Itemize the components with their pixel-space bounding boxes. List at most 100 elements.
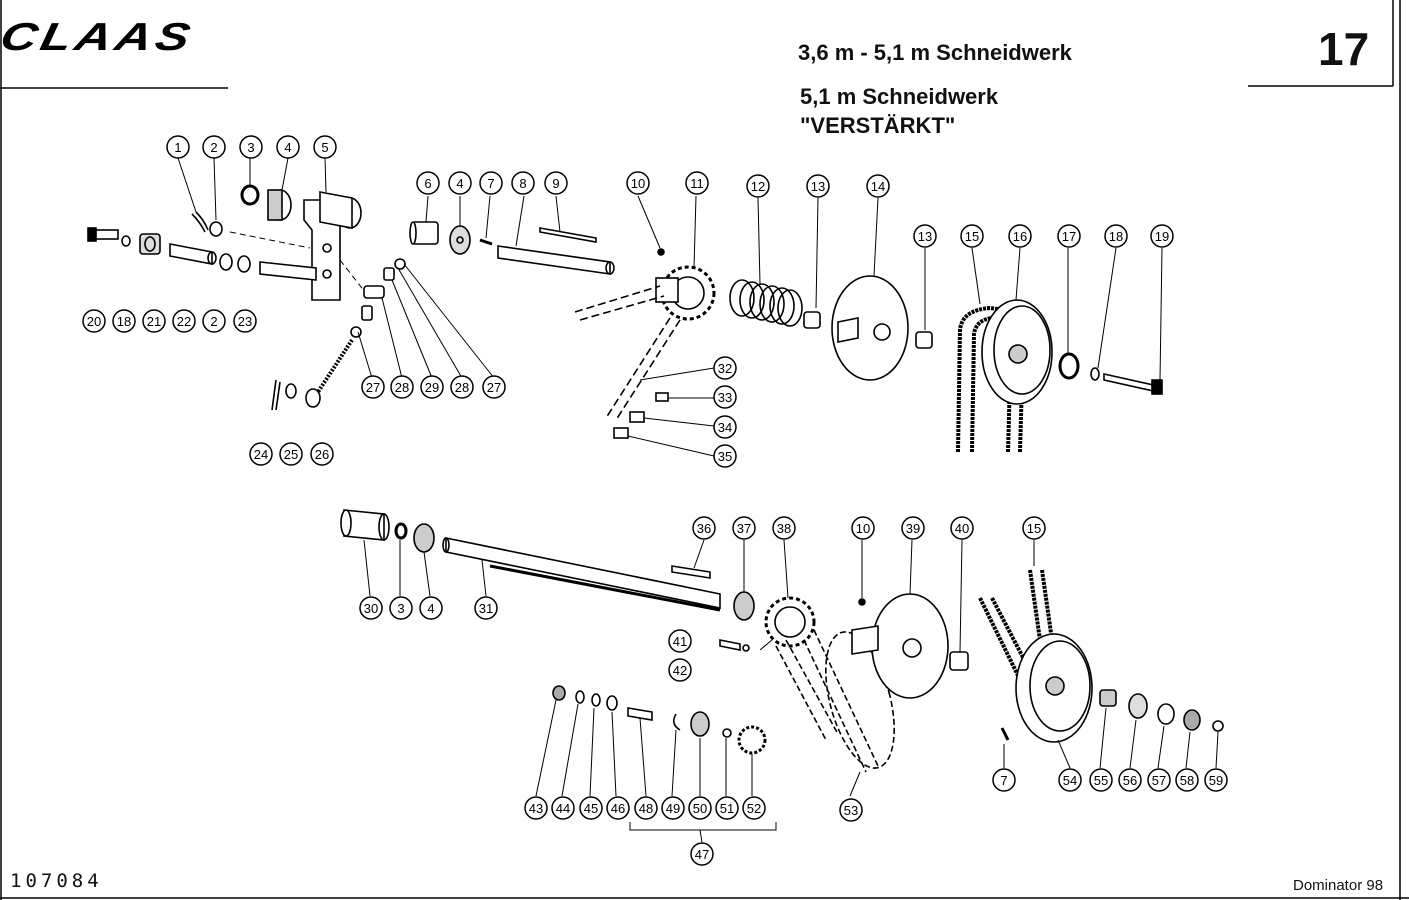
callout-circle <box>524 796 548 820</box>
callout-number: 20 <box>87 314 101 329</box>
callout-number: 45 <box>584 801 598 816</box>
callout-circle <box>279 442 303 466</box>
callout-48: 48 <box>634 796 658 820</box>
callout-circle <box>742 796 766 820</box>
callout-37: 37 <box>732 516 756 540</box>
callout-number: 2 <box>210 314 217 329</box>
callout-number: 54 <box>1063 773 1077 788</box>
callout-number: 17 <box>1062 229 1076 244</box>
callout-18: 18 <box>1104 224 1128 248</box>
callout-number: 56 <box>1123 773 1137 788</box>
callout-number: 36 <box>697 521 711 536</box>
callout-number: 21 <box>147 314 161 329</box>
callout-number: 41 <box>673 634 687 649</box>
callout-circle <box>732 516 756 540</box>
callout-50: 50 <box>688 796 712 820</box>
callout-11: 11 <box>685 171 709 195</box>
callout-39: 39 <box>901 516 925 540</box>
page-subtitle: 5,1 m Schneidwerk <box>800 84 999 109</box>
callout-13: 13 <box>913 224 937 248</box>
callout-circle <box>668 629 692 653</box>
callout-44: 44 <box>551 796 575 820</box>
callout-circle <box>166 135 190 159</box>
callout-number: 16 <box>1013 229 1027 244</box>
callout-number: 47 <box>695 847 709 862</box>
callout-number: 7 <box>1000 773 1007 788</box>
callout-18: 18 <box>112 309 136 333</box>
callout-number: 38 <box>777 521 791 536</box>
callout-5: 5 <box>313 135 337 159</box>
callout-number: 32 <box>718 361 732 376</box>
callout-number: 29 <box>425 380 439 395</box>
callout-2: 2 <box>202 309 226 333</box>
callout-number: 44 <box>556 801 570 816</box>
callout-circle <box>685 171 709 195</box>
callout-number: 6 <box>424 176 431 191</box>
callout-number: 10 <box>631 176 645 191</box>
callout-33: 33 <box>713 385 737 409</box>
callout-27: 27 <box>482 375 506 399</box>
callout-number: 49 <box>666 801 680 816</box>
callout-circle <box>420 375 444 399</box>
callout-28: 28 <box>450 375 474 399</box>
callout-35: 35 <box>713 444 737 468</box>
callout-number: 30 <box>364 601 378 616</box>
callout-circle <box>626 171 650 195</box>
callout-59: 59 <box>1204 768 1228 792</box>
callout-number: 42 <box>673 663 687 678</box>
callout-36: 36 <box>692 516 716 540</box>
callout-number: 27 <box>366 380 380 395</box>
callout-number: 13 <box>811 179 825 194</box>
callout-38: 38 <box>772 516 796 540</box>
callout-circle <box>913 224 937 248</box>
callout-circle <box>313 135 337 159</box>
lower-assembly <box>340 509 1224 843</box>
callout-51: 51 <box>715 796 739 820</box>
page-title: 3,6 m - 5,1 m Schneidwerk <box>798 40 1072 65</box>
callout-number: 10 <box>856 521 870 536</box>
callout-47: 47 <box>690 842 714 866</box>
callout-circle <box>1147 768 1171 792</box>
callout-24: 24 <box>249 442 273 466</box>
callout-number: 3 <box>397 601 404 616</box>
callout-number: 50 <box>693 801 707 816</box>
callout-circle <box>713 415 737 439</box>
callout-number: 4 <box>284 140 291 155</box>
callout-circle <box>713 356 737 380</box>
callout-circle <box>390 375 414 399</box>
callout-circle <box>142 309 166 333</box>
callout-19: 19 <box>1150 224 1174 248</box>
callout-43: 43 <box>524 796 548 820</box>
callout-30: 30 <box>359 596 383 620</box>
callout-circle <box>544 171 568 195</box>
callout-number: 9 <box>552 176 559 191</box>
callout-circle <box>450 375 474 399</box>
callout-number: 57 <box>1152 773 1166 788</box>
callout-16: 16 <box>1008 224 1032 248</box>
callout-number: 5 <box>321 140 328 155</box>
callout-circle <box>112 309 136 333</box>
callout-3: 3 <box>389 596 413 620</box>
callout-number: 4 <box>427 601 434 616</box>
callout-circle <box>249 442 273 466</box>
callout-number: 26 <box>315 447 329 462</box>
callout-42: 42 <box>668 658 692 682</box>
callout-number: 22 <box>177 314 191 329</box>
callout-circle <box>661 796 685 820</box>
callout-circle <box>1175 768 1199 792</box>
callout-number: 23 <box>238 314 252 329</box>
callout-7: 7 <box>479 171 503 195</box>
callout-circle <box>960 224 984 248</box>
callout-circle <box>239 135 263 159</box>
callout-circle <box>772 516 796 540</box>
callout-3: 3 <box>239 135 263 159</box>
callout-number: 15 <box>1027 521 1041 536</box>
callout-circle <box>202 309 226 333</box>
callout-number: 13 <box>918 229 932 244</box>
callout-40: 40 <box>950 516 974 540</box>
callout-circle <box>668 658 692 682</box>
callout-number: 55 <box>1094 773 1108 788</box>
